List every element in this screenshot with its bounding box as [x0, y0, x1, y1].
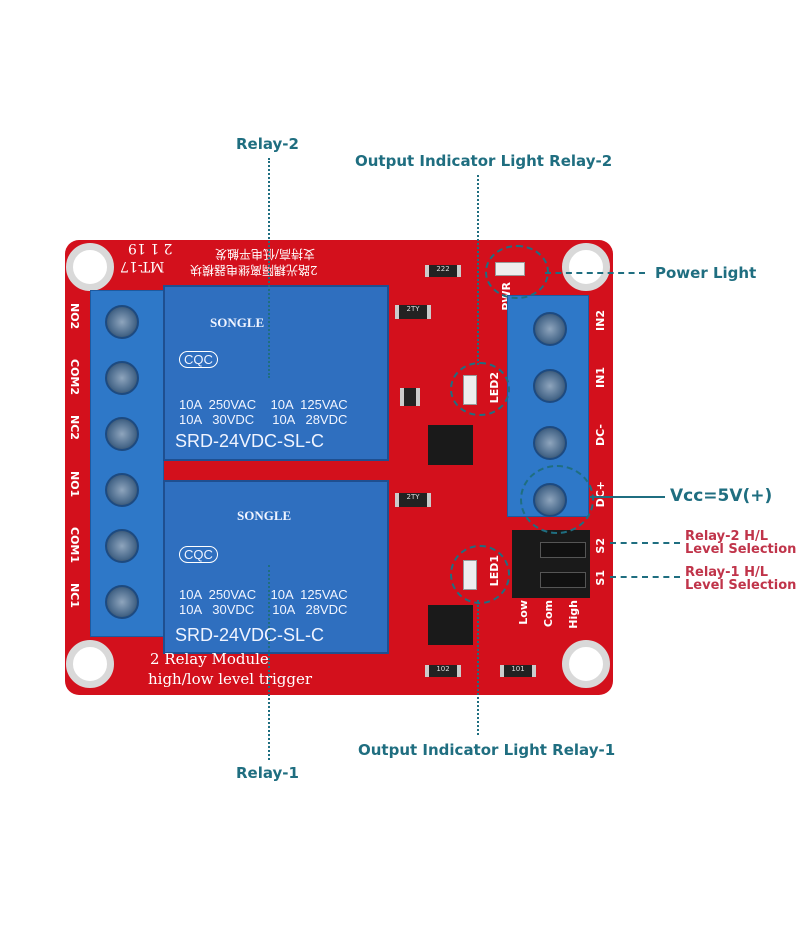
- vcc-marker: [520, 465, 594, 534]
- model-code: MT-17: [120, 258, 165, 274]
- transistor: 2TY: [395, 493, 431, 507]
- resistor: 101: [500, 665, 536, 677]
- jumper-cap-s2[interactable]: [540, 542, 586, 558]
- led2-leader: [477, 175, 479, 365]
- relay-model: SRD-24VDC-SL-C: [175, 431, 325, 451]
- power-leader: [545, 272, 645, 274]
- terminal-label: NC1: [68, 583, 81, 608]
- low-label: Low: [517, 600, 530, 625]
- terminal-screw[interactable]: [105, 305, 139, 339]
- vcc-leader: [590, 496, 665, 498]
- optocoupler: [428, 605, 473, 645]
- callout-line: Level Selection: [685, 578, 797, 593]
- relay1-callout: Relay-1: [236, 764, 299, 782]
- terminal-screw[interactable]: [533, 312, 567, 346]
- relay-brand: SONGLE: [210, 315, 265, 330]
- mount-hole: [66, 243, 114, 291]
- led-relay2-callout: Output Indicator Light Relay-2: [355, 152, 613, 170]
- relay1-level-leader: [610, 576, 680, 578]
- led1-leader: [477, 600, 479, 735]
- terminal-screw[interactable]: [105, 473, 139, 507]
- terminal-screw[interactable]: [105, 585, 139, 619]
- mount-hole: [66, 640, 114, 688]
- s1-label: S1: [594, 570, 607, 586]
- relay-rating: 10A 250VAC 10A 125VAC: [179, 397, 348, 412]
- terminal-label: COM1: [68, 527, 81, 564]
- relay1-leader: [268, 565, 270, 760]
- relay2-callout: Relay-2: [236, 135, 299, 153]
- mount-hole: [562, 640, 610, 688]
- callout-line: Relay-1 H/L: [685, 565, 769, 580]
- cqc-logo: CQC: [179, 351, 218, 368]
- relay2-level-leader: [610, 542, 680, 544]
- optocoupler: [428, 425, 473, 465]
- led-relay1-callout: Output Indicator Light Relay-1: [358, 741, 616, 759]
- jumper-cap-s1[interactable]: [540, 572, 586, 588]
- terminal-label: DC+: [594, 481, 607, 508]
- terminal-label: NO1: [68, 471, 81, 498]
- power-light-marker: [485, 245, 549, 299]
- chinese-text: 2路光耦隔离继电器模块: [190, 263, 318, 277]
- relay-1: SONGLE CQC 10A 250VAC 10A 125VAC 10A 30V…: [163, 480, 389, 654]
- callout-line: Level Selection: [685, 542, 797, 557]
- date-code: 2 1 19: [128, 240, 173, 256]
- resistor: 222: [425, 265, 461, 277]
- transistor: 2TY: [395, 305, 431, 319]
- board-subtitle: high/low level trigger: [148, 670, 313, 688]
- callout-line: Relay-2 H/L: [685, 529, 769, 544]
- terminal-screw[interactable]: [105, 529, 139, 563]
- board-title: 2 Relay Module: [150, 650, 269, 668]
- vcc-callout: Vcc=5V(+): [670, 486, 773, 506]
- terminal-label: DC-: [594, 424, 607, 447]
- s2-label: S2: [594, 538, 607, 554]
- led2-marker: [450, 362, 510, 416]
- output-terminal-block: [90, 290, 164, 637]
- relay-2: SONGLE CQC 10A 250VAC 10A 125VAC 10A 30V…: [163, 285, 389, 461]
- mount-hole: [562, 243, 610, 291]
- relay-brand: SONGLE: [237, 508, 292, 523]
- terminal-screw[interactable]: [533, 369, 567, 403]
- relay2-leader: [268, 158, 270, 378]
- terminal-label: IN2: [594, 310, 607, 331]
- resistor: [400, 388, 420, 406]
- chinese-text: 支持高/低电平触发: [215, 247, 316, 261]
- terminal-label: NO2: [68, 303, 81, 330]
- high-label: High: [567, 600, 580, 629]
- relay-rating: 10A 30VDC 10A 28VDC: [179, 412, 348, 427]
- terminal-screw[interactable]: [105, 417, 139, 451]
- relay-model: SRD-24VDC-SL-C: [175, 625, 325, 645]
- resistor: 102: [425, 665, 461, 677]
- cqc-logo: CQC: [179, 546, 218, 563]
- power-light-callout: Power Light: [655, 264, 757, 282]
- terminal-screw[interactable]: [533, 426, 567, 460]
- led1-marker: [450, 545, 510, 604]
- terminal-label: IN1: [594, 367, 607, 388]
- terminal-label: NC2: [68, 415, 81, 440]
- terminal-label: COM2: [68, 359, 81, 396]
- relay-rating: 10A 250VAC 10A 125VAC: [179, 587, 348, 602]
- com-label: Com: [542, 600, 555, 628]
- relay-rating: 10A 30VDC 10A 28VDC: [179, 602, 348, 617]
- terminal-screw[interactable]: [105, 361, 139, 395]
